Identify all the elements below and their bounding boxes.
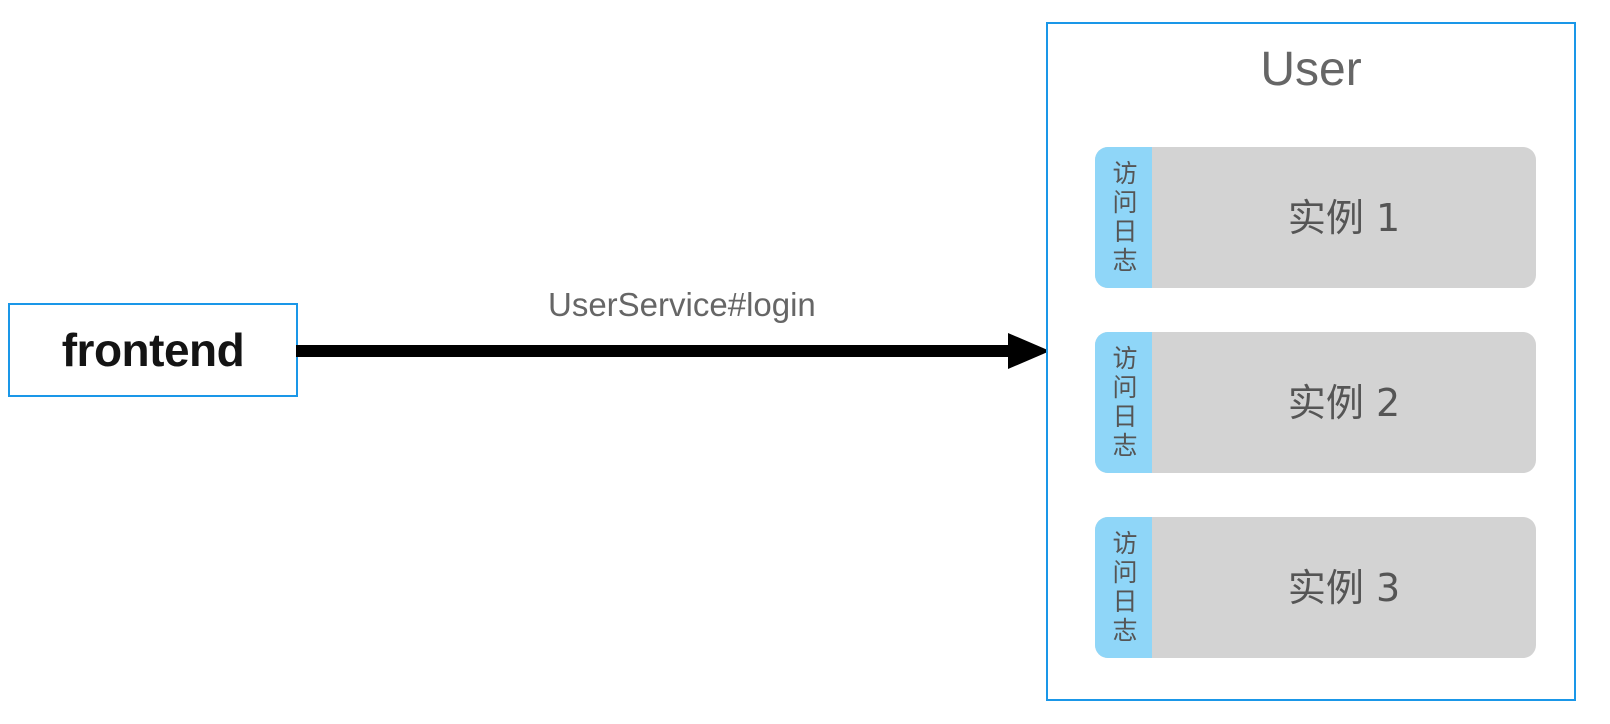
access-log-label: 访问日志 — [1109, 159, 1138, 276]
edge-label-userservice-login: UserService#login — [548, 286, 816, 323]
access-log-label: 访问日志 — [1109, 529, 1138, 646]
instance-name: 实例 2 — [1287, 380, 1401, 425]
instance-row[interactable]: 访问日志 实例 2 — [1095, 332, 1536, 473]
access-log-strip[interactable]: 访问日志 — [1095, 332, 1152, 473]
instance-name: 实例 3 — [1287, 565, 1401, 610]
instance-name: 实例 1 — [1287, 195, 1401, 240]
user-service-title: User — [1260, 43, 1362, 96]
access-log-label: 访问日志 — [1109, 344, 1138, 461]
access-log-strip[interactable]: 访问日志 — [1095, 147, 1152, 288]
access-log-strip[interactable]: 访问日志 — [1095, 517, 1152, 658]
instance-row[interactable]: 访问日志 实例 3 — [1095, 517, 1536, 658]
user-service-container[interactable]: User 访问日志 实例 1 访问日志 实例 2 访问日志 实例 3 — [1046, 22, 1576, 701]
frontend-node[interactable]: frontend — [8, 303, 298, 397]
instance-row[interactable]: 访问日志 实例 1 — [1095, 147, 1536, 288]
frontend-node-label: frontend — [61, 324, 245, 376]
instance-list: 访问日志 实例 1 访问日志 实例 2 访问日志 实例 3 — [1095, 147, 1536, 658]
arrow-frontend-to-user — [296, 333, 1050, 369]
